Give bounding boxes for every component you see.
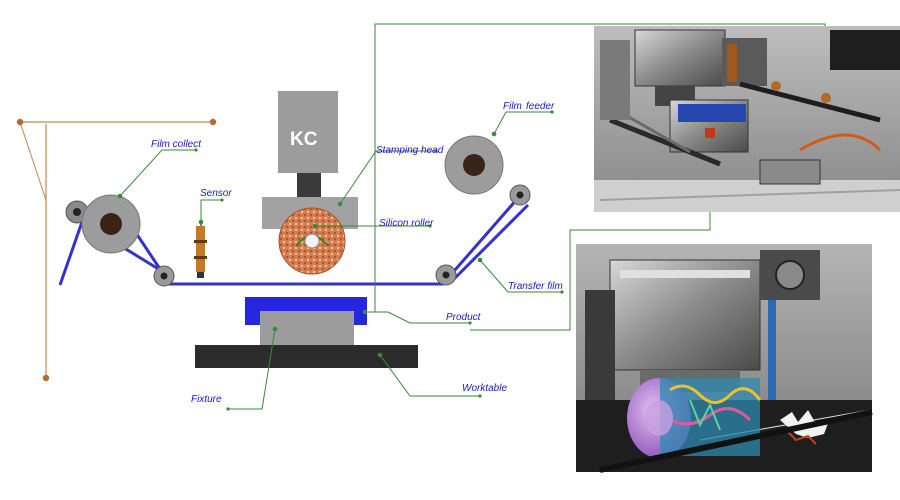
label-fixture: Fixture [191, 394, 222, 405]
label-stamping-head: Stamping head [376, 145, 444, 156]
head-brand: KC [290, 129, 318, 150]
label-feeder: feeder [526, 101, 555, 112]
film-collect-roll [66, 195, 140, 253]
machine-photo-icon [576, 244, 872, 472]
film-feeder-roll [445, 136, 503, 194]
label-transfer-film: Transfer film [508, 281, 563, 292]
label-film: Film [503, 101, 522, 112]
label-silicon-roller: Silicon roller [379, 218, 434, 229]
worktable [195, 345, 418, 368]
label-product: Product [446, 312, 482, 323]
label-film-collect: Film collect [151, 139, 202, 150]
stamping-head-icon [262, 91, 358, 274]
label-worktable: Worktable [462, 383, 507, 394]
sensor-icon [194, 222, 207, 278]
machine-photo-icon [594, 26, 900, 212]
label-sensor: Sensor [200, 188, 232, 199]
